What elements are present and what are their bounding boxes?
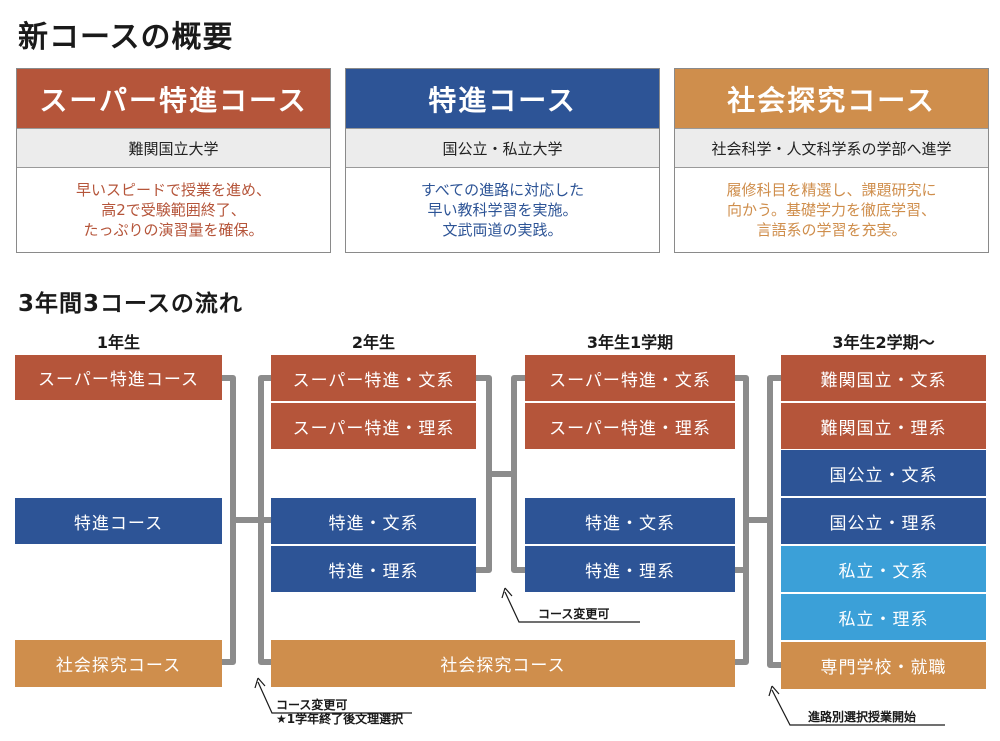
flow-box-year1-super: スーパー特進コース bbox=[15, 355, 222, 400]
course-target: 難関国立大学 bbox=[17, 128, 330, 168]
course-name: 特進コース bbox=[346, 69, 659, 128]
course-description: すべての進路に対応した早い教科学習を実施。文武両道の実践。 bbox=[420, 181, 585, 239]
course-target: 国公立・私立大学 bbox=[346, 128, 659, 168]
flow-box-year3a-tokushin-humanities: 特進・文系 bbox=[525, 498, 735, 544]
column-header-year3-term2: 3年生2学期～ bbox=[832, 333, 935, 352]
flow-box-year1-tokushin: 特進コース bbox=[15, 498, 222, 544]
course-card-super: スーパー特進コース 難関国立大学 早いスピードで授業を進め、高2で受験範囲終了、… bbox=[16, 68, 331, 253]
flow-box-year3b-national-science: 国公立・理系 bbox=[781, 498, 986, 544]
note-course-change-year2: コース変更可 bbox=[538, 607, 610, 621]
flow-box-year2-tokushin-humanities: 特進・文系 bbox=[271, 498, 476, 544]
column-header-year1: 1年生 bbox=[96, 333, 141, 352]
flow-box-year3a-tokushin-science: 特進・理系 bbox=[525, 546, 735, 592]
course-description: 履修科目を精選し、課題研究に向かう。基礎学力を徹底学習、言語系の学習を充実。 bbox=[726, 181, 937, 239]
flow-box-year1-social: 社会探究コース bbox=[15, 640, 222, 687]
flow-box-year3b-national-humanities: 国公立・文系 bbox=[781, 450, 986, 496]
flow-box-year2-super-science: スーパー特進・理系 bbox=[271, 403, 476, 449]
flow-box-year3b-private-humanities: 私立・文系 bbox=[781, 546, 986, 592]
flow-title: 3年間3コースの流れ bbox=[18, 291, 243, 317]
flow-box-year3b-elite-science: 難関国立・理系 bbox=[781, 403, 986, 449]
flow-box-year3b-elite-humanities: 難関国立・文系 bbox=[781, 355, 986, 401]
flow-box-year2-tokushin-science: 特進・理系 bbox=[271, 546, 476, 592]
column-header-year2: 2年生 bbox=[351, 333, 396, 352]
column-header-year3-term1: 3年生1学期 bbox=[586, 333, 674, 352]
course-target: 社会科学・人文科学系の学部へ進学 bbox=[675, 128, 988, 168]
note-elective-start: 進路別選択授業開始 bbox=[808, 710, 917, 724]
course-name: スーパー特進コース bbox=[17, 69, 330, 128]
course-card-tokushin: 特進コース 国公立・私立大学 すべての進路に対応した早い教科学習を実施。文武両道… bbox=[345, 68, 660, 253]
course-card-social: 社会探究コース 社会科学・人文科学系の学部へ進学 履修科目を精選し、課題研究に向… bbox=[674, 68, 989, 253]
note-course-change-year1: コース変更可 ★1学年終了後文理選択 bbox=[276, 698, 404, 726]
flow-box-year3b-private-science: 私立・理系 bbox=[781, 594, 986, 640]
flow-box-year3a-super-science: スーパー特進・理系 bbox=[525, 403, 735, 449]
flow-box-year3a-super-humanities: スーパー特進・文系 bbox=[525, 355, 735, 401]
flow-box-year2-super-humanities: スーパー特進・文系 bbox=[271, 355, 476, 401]
flow-box-year2-social: 社会探究コース bbox=[271, 640, 735, 687]
course-description: 早いスピードで授業を進め、高2で受験範囲終了、たっぷりの演習量を確保。 bbox=[75, 181, 271, 239]
flow-box-year3b-vocational: 専門学校・就職 bbox=[781, 642, 986, 689]
course-name: 社会探究コース bbox=[675, 69, 988, 128]
page-title: 新コースの概要 bbox=[18, 20, 234, 55]
